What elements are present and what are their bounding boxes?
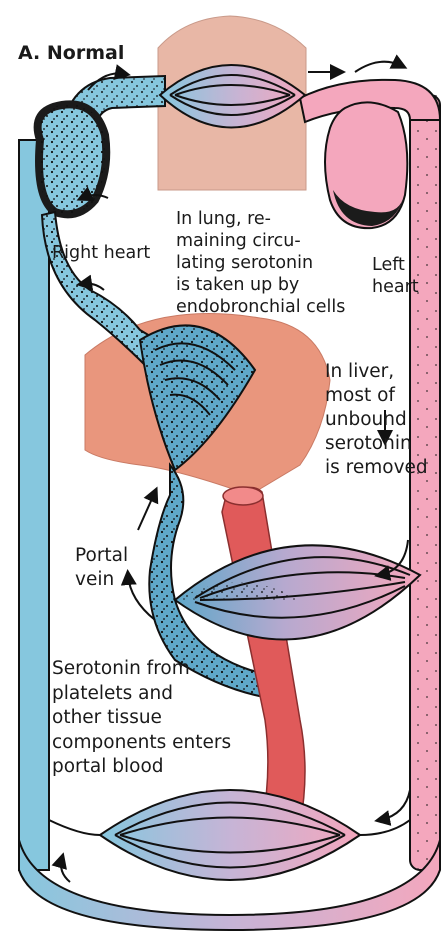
diagram-title: A. Normal	[18, 42, 124, 64]
lung-note: In lung, re- maining circu- lating serot…	[176, 208, 345, 318]
right-heart-label: Right heart	[52, 242, 150, 264]
gut-capillaries	[175, 545, 420, 639]
right-heart	[38, 104, 107, 214]
left-heart-label: Left heart	[372, 254, 419, 298]
portal-vein-label: Portal vein	[75, 544, 128, 592]
systemic-vein	[19, 140, 49, 870]
systemic-capillaries	[19, 790, 440, 930]
source-note: Serotonin from platelets and other tissu…	[52, 657, 231, 780]
mesenteric-artery	[222, 488, 305, 833]
liver-note: In liver, most of unbound serotonin is r…	[325, 360, 428, 480]
